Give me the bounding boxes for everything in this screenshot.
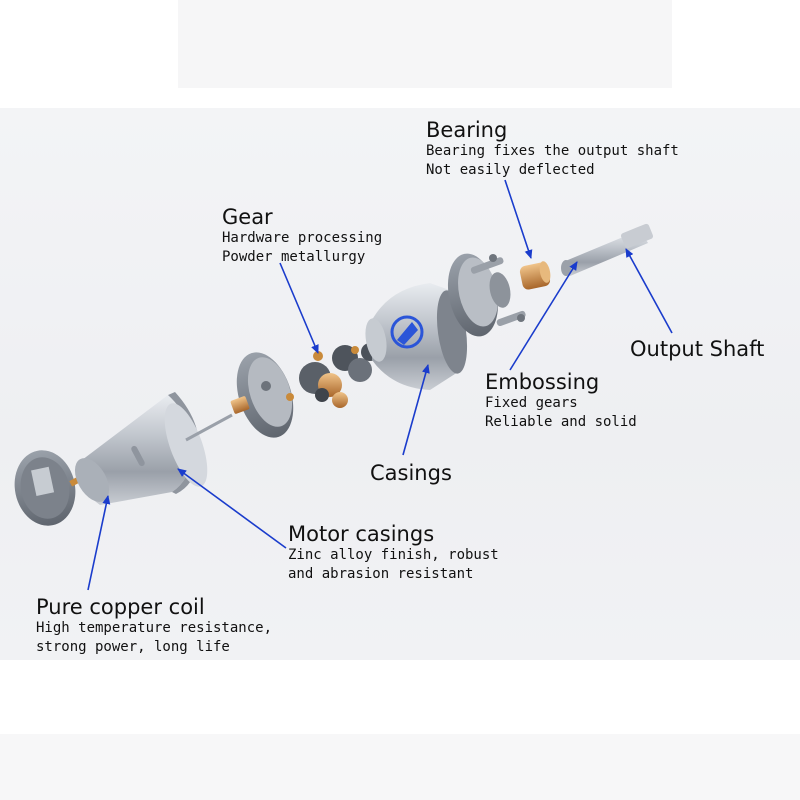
bearing-title: Bearing [426,118,508,142]
motor-casings-title: Motor casings [288,522,435,546]
motor-casing-body [74,392,233,505]
copper-coil-desc-2: strong power, long life [36,639,230,655]
diagram-background [0,108,800,660]
copper-coil-label: Pure copper coil High temperature resist… [36,595,272,657]
embossing-label: Embossing Fixed gears Reliable and solid [485,370,637,432]
motor-casings-desc-1: Zinc alloy finish, robust [288,547,499,563]
bearing-part [519,261,551,290]
arrow-output-shaft [625,248,673,334]
gear-label: Gear Hardware processing Powder metallur… [222,205,382,267]
embossing-desc-2: Reliable and solid [485,414,637,430]
casings-label: Casings [370,461,452,485]
bearing-desc-2: Not easily deflected [426,162,595,178]
gear-title: Gear [222,205,273,229]
output-shaft-part [561,223,653,276]
arrow-bearing [504,179,533,259]
bearing-label: Bearing Bearing fixes the output shaft N… [426,118,679,180]
output-shaft-title: Output Shaft [630,337,765,361]
bottom-background-strip [0,734,800,800]
gear-desc-2: Powder metallurgy [222,249,366,265]
arrow-embossing [509,261,578,371]
arrow-motor-casings [177,468,287,549]
top-background-strip [178,0,672,88]
copper-coil-desc-1: High temperature resistance, [36,620,273,636]
output-shaft-label: Output Shaft [630,337,764,361]
front-plate [447,253,526,337]
embossing-desc-1: Fixed gears [485,395,578,411]
embossing-title: Embossing [485,370,600,394]
arrow-copper-coil [87,495,111,591]
brand-logo-icon [390,315,424,349]
casings-title: Casings [370,461,452,485]
gear-cluster [299,343,379,408]
leader-arrows [87,179,673,591]
copper-coil-title: Pure copper coil [36,595,205,619]
arrow-casings [402,364,430,456]
gear-desc-1: Hardware processing [222,230,383,246]
gear-plate-disc [230,352,294,438]
motor-casings-label: Motor casings Zinc alloy finish, robust … [288,522,499,584]
end-cap-plate [14,450,83,526]
motor-casings-desc-2: and abrasion resistant [288,566,474,582]
bearing-desc-1: Bearing fixes the output shaft [426,143,679,159]
arrow-gear [279,262,319,354]
